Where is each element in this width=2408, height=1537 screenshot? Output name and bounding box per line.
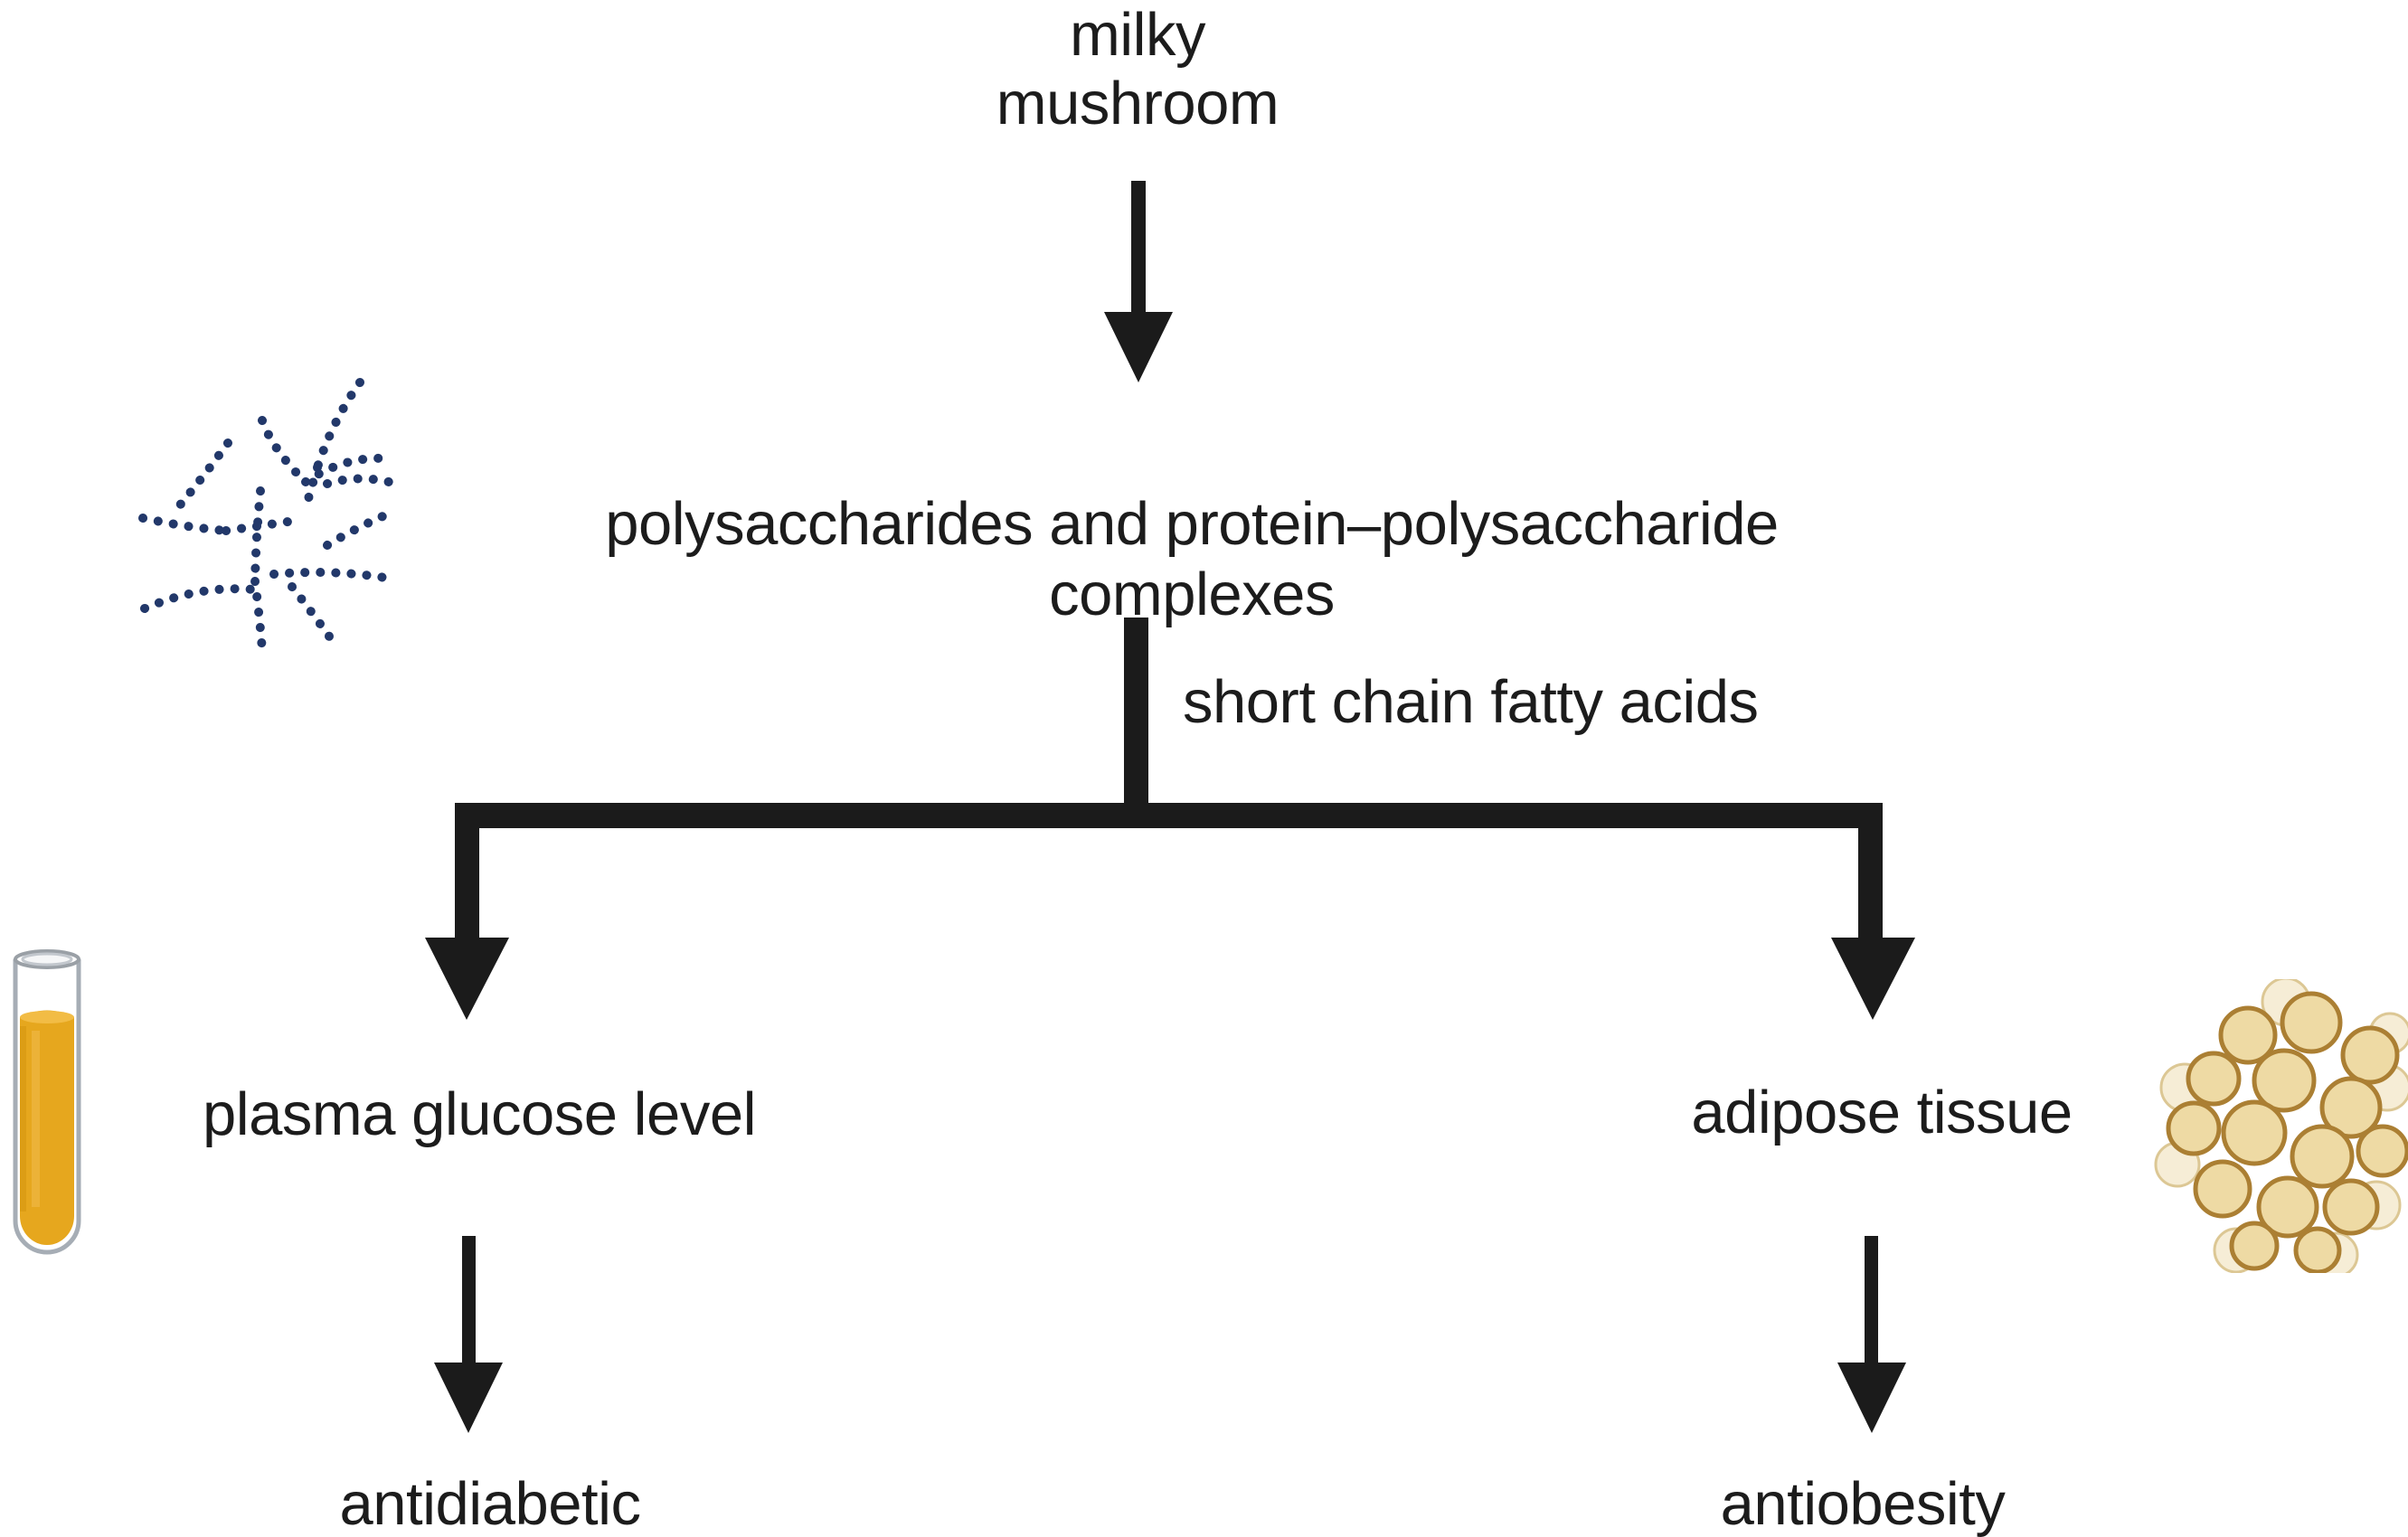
branch-crossbar	[455, 803, 1883, 828]
arrow-plasma-to-antidiabetic-icon	[434, 1236, 503, 1433]
arrow-head	[1104, 312, 1173, 382]
node-polysaccharides: polysaccharides and protein–polysacchari…	[605, 490, 1779, 628]
tube-meniscus	[20, 1011, 74, 1023]
arrow-adipose-to-antiobesity-icon	[1837, 1236, 1906, 1433]
adipose-tissue-icon	[2154, 979, 2408, 1273]
polysaccharide-polymer-icon	[138, 378, 401, 655]
arrow-shaft	[462, 1236, 476, 1365]
label-short-chain-fatty-acids: short chain fatty acids	[1183, 668, 1759, 736]
branch-stem	[1124, 618, 1148, 818]
branch-left-arrow-head	[425, 938, 509, 1020]
arrow-source-to-compounds-icon	[1104, 181, 1173, 382]
node-antiobesity: antiobesity	[1720, 1470, 2006, 1537]
tube-rim-inner	[21, 952, 73, 967]
branch-left-arm	[455, 803, 479, 940]
node-plasma-glucose-level: plasma glucose level	[203, 1080, 756, 1148]
tube-liquid-shadow	[20, 1026, 26, 1212]
branch-right-arm	[1858, 803, 1883, 940]
node-adipose-tissue: adipose tissue	[1691, 1079, 2073, 1146]
arrow-shaft	[1131, 181, 1146, 316]
arrow-shaft	[1865, 1236, 1878, 1365]
test-tube-icon	[13, 949, 81, 1255]
branch-connector-icon	[425, 618, 1915, 1020]
node-antidiabetic: antidiabetic	[339, 1470, 641, 1537]
arrow-head	[1837, 1363, 1906, 1433]
node-milky-mushroom: milky mushroom	[996, 1, 1280, 137]
tube-liquid-highlight	[32, 1031, 40, 1207]
tube-liquid	[20, 1010, 74, 1245]
arrow-head	[434, 1363, 503, 1433]
branch-right-arrow-head	[1831, 938, 1915, 1020]
